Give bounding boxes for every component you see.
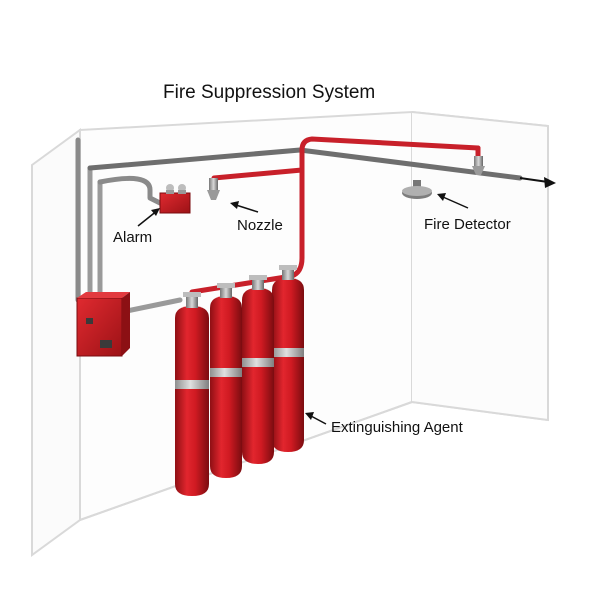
alarm-callout-arrowhead	[151, 208, 160, 216]
detector-callout-arrowhead	[437, 193, 446, 201]
pipe-direction-arrowhead	[544, 177, 556, 188]
fire-detector-label: Fire Detector	[424, 216, 511, 233]
agent-callout-arrowhead	[305, 412, 314, 420]
agent-callout: Extinguishing Agent	[305, 412, 464, 436]
nozzle-callout-arrowhead	[230, 201, 239, 209]
fire-detector-callout: Fire Detector	[424, 193, 511, 233]
nozzle-left	[207, 178, 220, 200]
alarm-label: Alarm	[113, 229, 152, 246]
cylinder-3	[242, 275, 274, 464]
alarm-feed-pipe	[97, 175, 165, 207]
left-wall	[31, 128, 81, 557]
alarm-callout: Alarm	[113, 208, 160, 246]
nozzle-label: Nozzle	[237, 217, 283, 234]
right-wall	[411, 111, 549, 422]
panel-to-cylinders-pipe	[119, 297, 183, 315]
ceiling-red-pipe-left	[211, 167, 305, 181]
cylinder-1	[175, 292, 209, 496]
detector-callout-arrow	[442, 196, 469, 209]
nozzle-callout: Nozzle	[230, 201, 283, 234]
room-outline	[31, 110, 549, 557]
cylinder-manifold	[189, 273, 295, 295]
nozzle-right	[472, 156, 485, 175]
diagram-title: Fire Suppression System	[163, 82, 375, 103]
cylinder-4	[272, 265, 304, 452]
control-panel	[76, 292, 130, 357]
cylinder-2	[210, 283, 242, 478]
ceiling-red-pipe-right	[299, 136, 481, 153]
fire-detector-device	[402, 180, 432, 199]
alarm-device	[159, 184, 191, 214]
nozzle-callout-arrow	[235, 204, 259, 213]
pipe-direction-arrow	[519, 177, 549, 183]
agent-callout-arrow	[310, 415, 327, 425]
extinguishing-agent-label: Extinguishing Agent	[331, 419, 464, 436]
